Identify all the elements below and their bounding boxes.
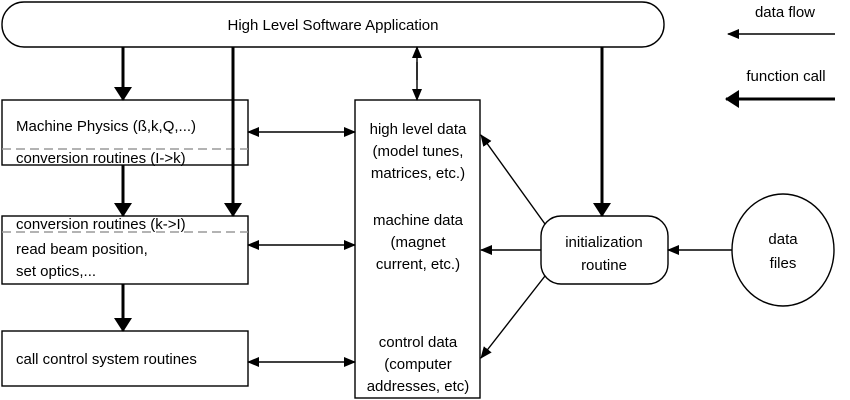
initialization-line1: initialization <box>565 234 643 251</box>
control-data-line3: addresses, etc) <box>367 378 470 395</box>
data-files-circle <box>731 193 835 307</box>
conversion-box-line3: set optics,... <box>16 263 96 280</box>
legend-function-call-label: function call <box>746 68 825 85</box>
machine-physics-box <box>1 99 249 166</box>
control-data-line1: control data <box>379 334 458 351</box>
machine-data-line2: (magnet <box>390 234 446 251</box>
control-system-label: call control system routines <box>16 351 197 368</box>
machine-data-line1: machine data <box>373 212 464 229</box>
high-level-data-line1: high level data <box>370 121 467 138</box>
high-level-data-line2: (model tunes, <box>373 143 464 160</box>
conversion-box <box>1 215 249 285</box>
flow-init-to-control-data <box>480 275 546 359</box>
flow-init-to-high-level-data <box>480 134 546 225</box>
machine-physics-conversion: conversion routines (I->k) <box>16 150 186 167</box>
legend-data-flow-label: data flow <box>755 4 815 21</box>
machine-data-line3: current, etc.) <box>376 256 460 273</box>
application-bar <box>1 1 665 48</box>
data-files-line1: data <box>768 231 798 248</box>
data-files-line2: files <box>770 255 797 272</box>
application-label: High Level Software Application <box>228 17 439 34</box>
initialization-line2: routine <box>581 257 627 274</box>
conversion-box-line1: conversion routines (k->I) <box>16 216 186 233</box>
machine-physics-title: Machine Physics (ß,k,Q,...) <box>16 118 196 135</box>
control-data-line2: (computer <box>384 356 452 373</box>
high-level-data-line3: matrices, etc.) <box>371 165 465 182</box>
conversion-box-line2: read beam position, <box>16 241 148 258</box>
